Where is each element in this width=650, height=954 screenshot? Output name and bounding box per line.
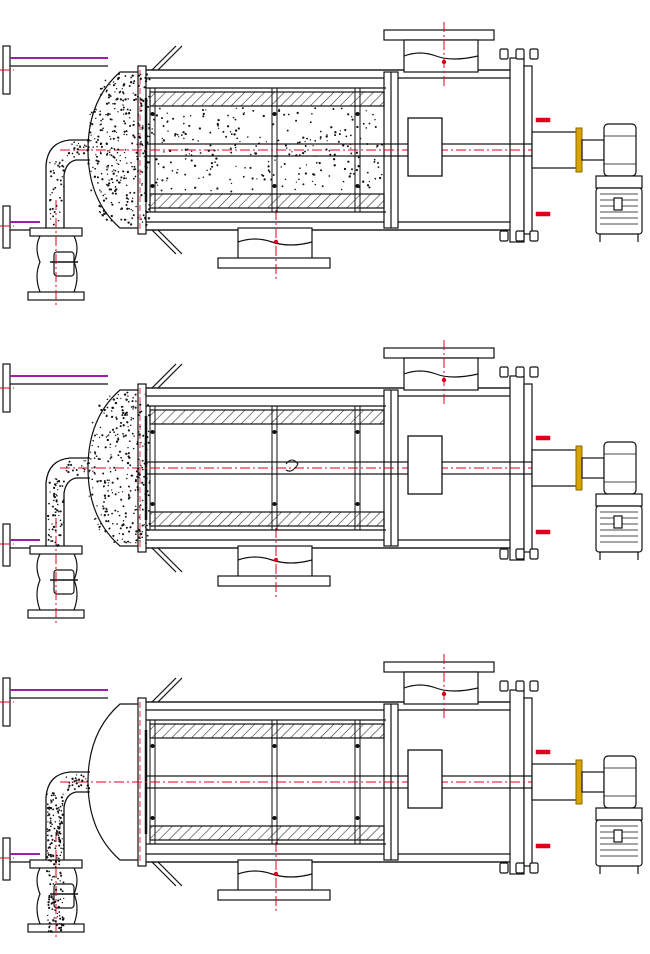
filter-shell bbox=[137, 48, 539, 243]
unit-box bbox=[407, 117, 443, 177]
drive-motor bbox=[531, 749, 643, 874]
left-flange-bottom bbox=[2, 205, 11, 249]
gold-coupling bbox=[575, 445, 583, 491]
unit-box bbox=[407, 749, 443, 809]
outlet-flange bbox=[217, 257, 331, 269]
gold-coupling bbox=[575, 127, 583, 173]
motor-body bbox=[595, 505, 643, 553]
coupling-housing bbox=[531, 449, 581, 487]
motor-body bbox=[595, 187, 643, 235]
coupling-shaft bbox=[581, 457, 605, 479]
sediment-screen bbox=[150, 107, 384, 193]
inlet-nozzle bbox=[383, 340, 495, 404]
motor-adapter bbox=[595, 175, 643, 189]
motor-adapter bbox=[595, 807, 643, 821]
coupling-housing bbox=[531, 131, 581, 169]
left-support bbox=[0, 363, 108, 567]
drain-valve bbox=[53, 883, 75, 909]
left-flange-bottom bbox=[2, 837, 11, 881]
inlet-neck bbox=[403, 39, 479, 73]
drain-pipe-n3 bbox=[27, 139, 90, 305]
left-flange-bottom bbox=[2, 523, 11, 567]
drain-pipe-n3 bbox=[27, 457, 90, 623]
drain-valve bbox=[53, 251, 75, 277]
drive-motor bbox=[531, 117, 643, 242]
inlet-nozzle bbox=[383, 22, 495, 86]
coupling-housing bbox=[531, 763, 581, 801]
unit-frame bbox=[407, 749, 443, 809]
inlet-flange bbox=[383, 347, 495, 359]
outlet-flange bbox=[217, 575, 331, 587]
unit-box bbox=[407, 435, 443, 495]
screen-bottom-wire bbox=[149, 825, 385, 841]
gearbox bbox=[603, 755, 637, 809]
screen-top-wire bbox=[149, 723, 385, 739]
inlet-neck bbox=[403, 671, 479, 705]
motor-body bbox=[595, 819, 643, 867]
outlet-nozzle-n2 bbox=[217, 842, 331, 912]
inlet-neck bbox=[403, 357, 479, 391]
sediment-drain bbox=[48, 141, 89, 226]
sediment-discharge bbox=[45, 774, 91, 933]
inlet-nozzle bbox=[383, 654, 495, 718]
screen-top-wire bbox=[149, 409, 385, 425]
outlet-flange bbox=[217, 889, 331, 901]
coupling-shaft bbox=[581, 139, 605, 161]
motor-terminal bbox=[613, 829, 623, 843]
unit-frame bbox=[407, 117, 443, 177]
sediment-head bbox=[87, 72, 151, 227]
gold-coupling bbox=[575, 759, 583, 805]
unit-frame bbox=[407, 435, 443, 495]
outlet-nozzle-n2 bbox=[217, 210, 331, 280]
outlet-nozzle-n2 bbox=[217, 528, 331, 598]
sediment-head bbox=[88, 391, 151, 545]
drive-motor bbox=[531, 435, 643, 560]
drain-valve bbox=[53, 569, 75, 595]
filter-shell bbox=[137, 680, 539, 875]
screen-bottom-wire bbox=[149, 511, 385, 527]
gearbox bbox=[603, 123, 637, 177]
inlet-flange bbox=[383, 661, 495, 673]
filter-shell bbox=[137, 366, 539, 561]
motor-terminal bbox=[613, 515, 623, 529]
gearbox bbox=[603, 441, 637, 495]
sediment-drain bbox=[46, 460, 90, 547]
drain-pipe-n3 bbox=[27, 771, 90, 937]
rotation-arrow bbox=[285, 459, 299, 472]
filter-screen bbox=[144, 719, 386, 845]
inlet-flange bbox=[383, 29, 495, 41]
filter-panel-filtering bbox=[0, 22, 643, 305]
motor-adapter bbox=[595, 493, 643, 507]
filter-panel-cleaning bbox=[0, 340, 643, 623]
left-support bbox=[0, 45, 108, 249]
filter-panel-discharge bbox=[0, 654, 643, 937]
screen-bottom-wire bbox=[149, 193, 385, 209]
screen-top-wire bbox=[149, 91, 385, 107]
motor-terminal bbox=[613, 197, 623, 211]
coupling-shaft bbox=[581, 771, 605, 793]
